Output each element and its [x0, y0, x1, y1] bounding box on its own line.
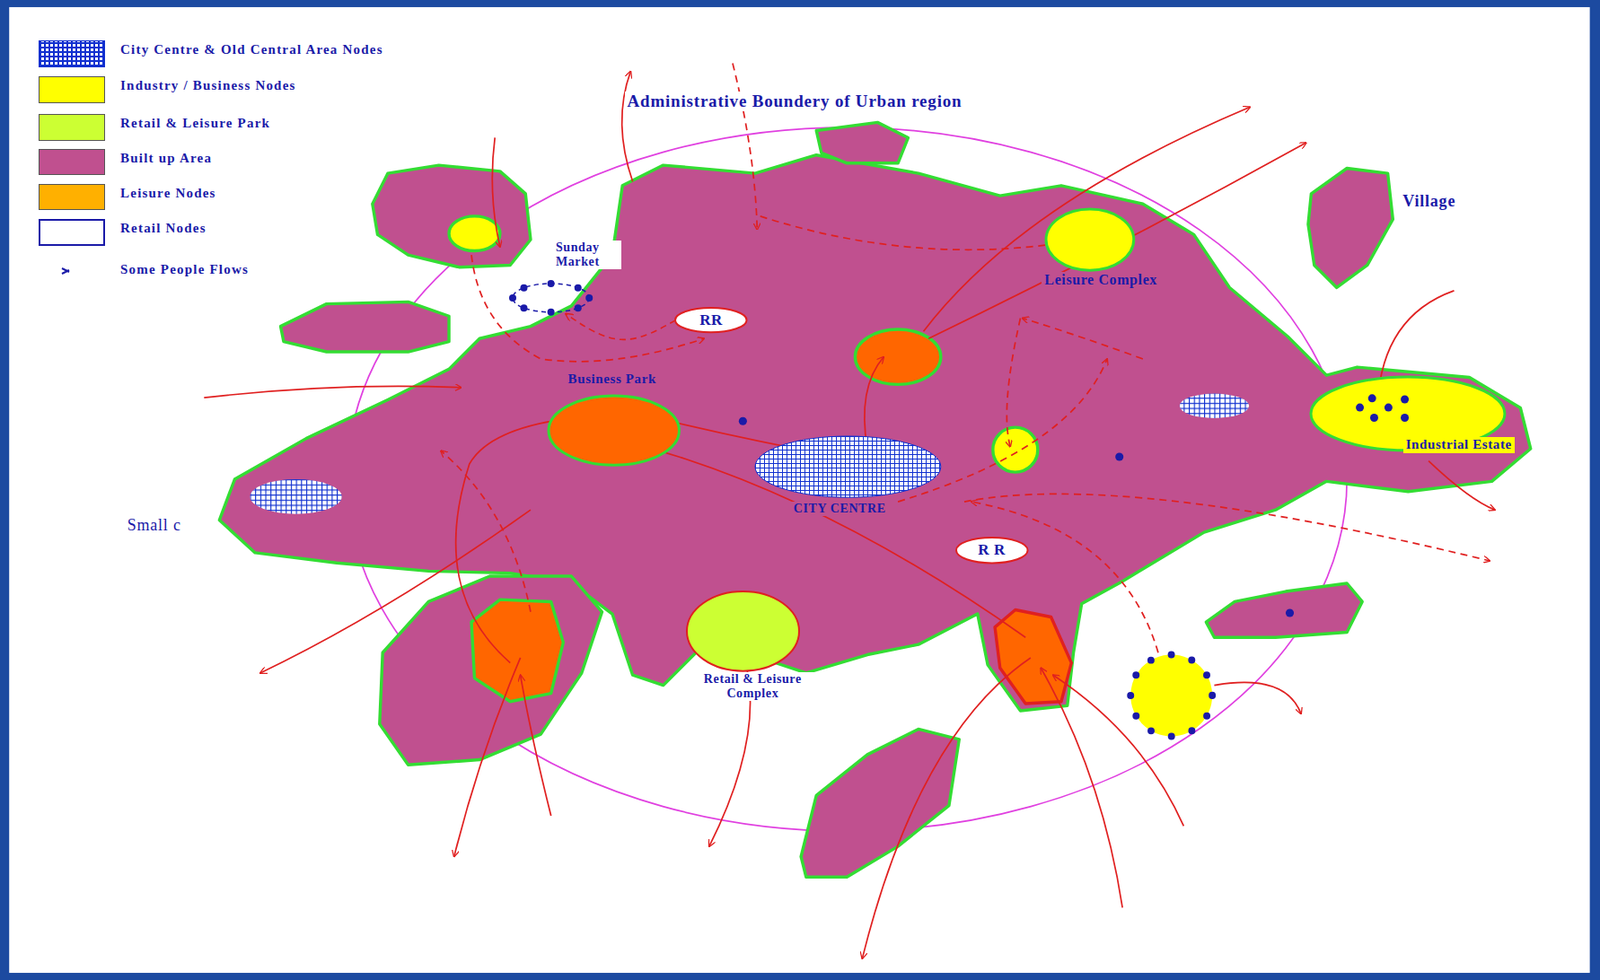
- retail-leisure-complex: Retail & Leisure Complex: [686, 591, 800, 672]
- retail-node-outline: [675, 307, 748, 333]
- legend-symbol-text: RR: [43, 222, 69, 238]
- legend-swatch: [38, 114, 106, 141]
- legend-entry: Built up Area: [38, 149, 509, 177]
- legend-text: Some People Flows: [120, 262, 249, 278]
- node-label: R R: [956, 541, 1029, 560]
- leisure-complex: Leisure Complex: [1046, 209, 1135, 271]
- retail-node: RR: [675, 307, 748, 333]
- place-label: Small c: [124, 516, 185, 536]
- legend-text: City Centre & Old Central Area Nodes: [120, 42, 384, 58]
- node-label: Leisure Complex: [1041, 272, 1161, 289]
- legend-text: Built up Area: [120, 150, 212, 167]
- city-centre-outline: [755, 436, 941, 498]
- node-label: Industrial Estate: [1403, 437, 1515, 453]
- node-label: Retail & Leisure Complex: [678, 672, 827, 702]
- place-label: Village: [1399, 192, 1459, 211]
- leisure-nodes: [471, 329, 1072, 704]
- boundary-label: Administrative Boundery of Urban region: [624, 91, 966, 112]
- node-label: Business Park: [565, 371, 660, 387]
- leisure-complex-outline: [1046, 209, 1135, 271]
- legend-swatch: [38, 219, 106, 247]
- retail-node: R R: [956, 537, 1029, 563]
- legend-entry: Some People Flows: [38, 260, 509, 289]
- industry-nodes: [448, 216, 1213, 738]
- node-label: RR: [675, 311, 748, 330]
- people-flows: [203, 71, 1495, 960]
- business-park: Business Park: [548, 395, 679, 466]
- people-flow-connector: [565, 314, 676, 341]
- industrial-estate: Industrial Estate: [1310, 377, 1505, 451]
- dashed-people-flows: [440, 62, 1490, 653]
- legend-swatch: [38, 184, 106, 211]
- retail-leisure-complex-outline: [686, 591, 800, 672]
- legend-entry: Retail Nodes: [38, 219, 509, 247]
- industrial-estate-outline: [1310, 377, 1505, 451]
- page-ground: [8, 7, 1590, 974]
- legend-entry: Retail & Leisure Park: [38, 114, 509, 142]
- legend-text: Retail & Leisure Park: [120, 115, 271, 132]
- retail-node-outline: [956, 537, 1029, 563]
- city-centre: CITY CENTRE: [755, 436, 941, 498]
- legend-text: Leisure Nodes: [120, 185, 217, 202]
- sunday-market: Sunday Market: [512, 283, 590, 313]
- built-up-areas: [219, 122, 1530, 878]
- legend-swatch: [38, 40, 106, 68]
- legend-swatch: [38, 260, 106, 282]
- legend-entry: Industry / Business Nodes: [38, 76, 509, 105]
- flow-sample: [38, 260, 106, 282]
- legend-entry: City Centre & Old Central Area Nodes: [38, 40, 509, 69]
- legend-swatch: [38, 149, 106, 176]
- business-park-outline: [548, 395, 679, 466]
- legend-entry: Leisure Nodes: [38, 184, 509, 212]
- sunday-market-outline: [512, 283, 590, 313]
- hatch-lines: [39, 41, 105, 67]
- legend-text: Retail Nodes: [120, 220, 207, 237]
- small-markers: [738, 417, 1294, 618]
- old-central-areas: [249, 394, 1249, 515]
- legend-text: Industry / Business Nodes: [120, 78, 296, 94]
- legend-swatch: [38, 76, 106, 104]
- node-label: Sunday Market: [553, 240, 622, 270]
- node-label: CITY CENTRE: [791, 501, 889, 517]
